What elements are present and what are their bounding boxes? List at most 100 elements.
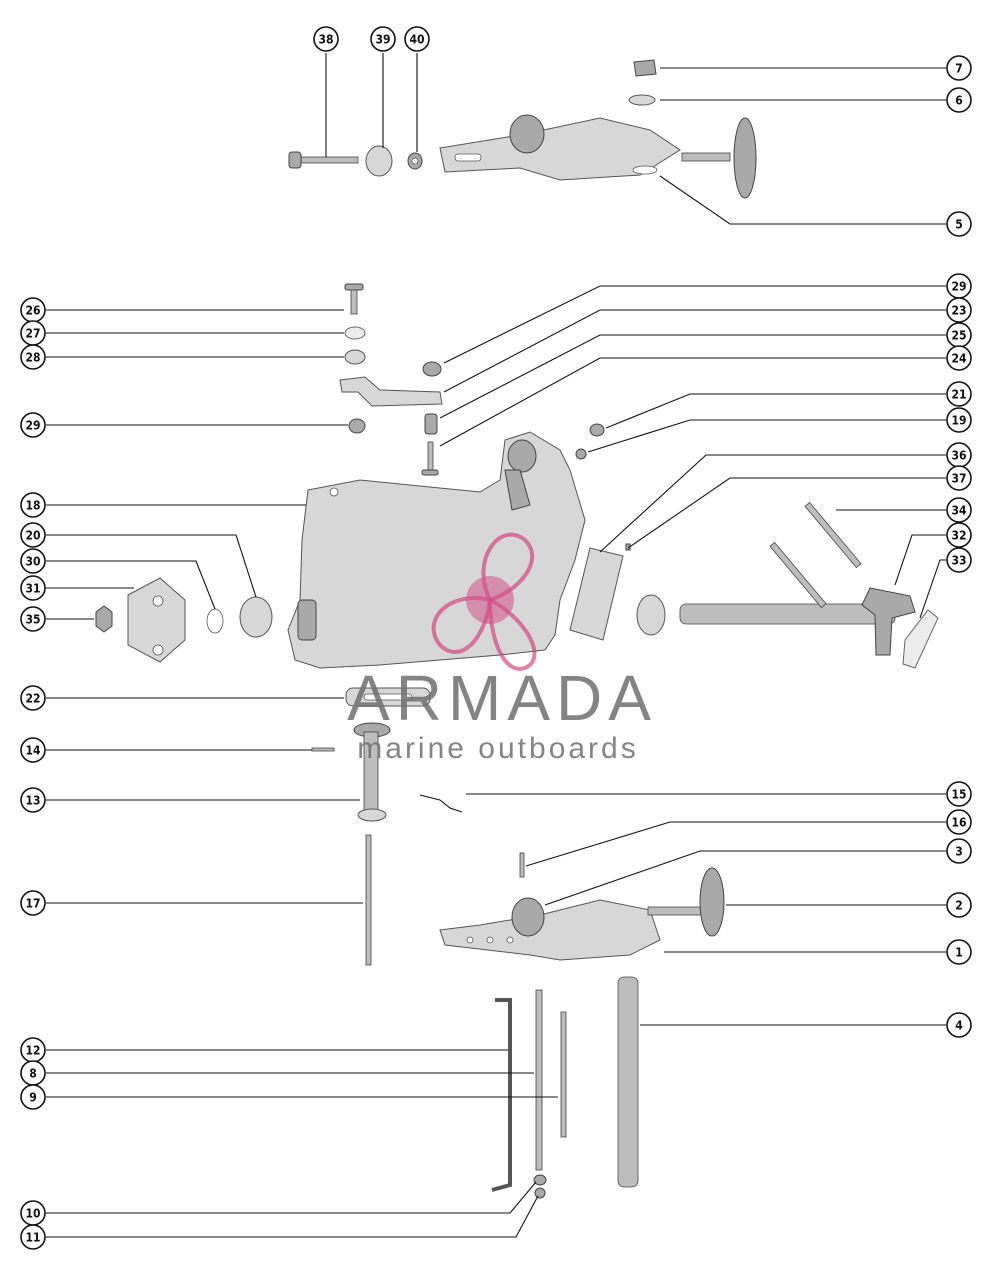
callout-number: 7 — [955, 62, 963, 76]
callout-number: 6 — [955, 94, 963, 108]
callout-number: 30 — [25, 555, 40, 569]
washer-27 — [344, 326, 366, 340]
callout-number: 16 — [951, 816, 966, 830]
callout-33: 33 — [946, 547, 972, 573]
callout-number: 15 — [951, 788, 966, 802]
callout-number: 1 — [955, 946, 963, 960]
callout-40: 40 — [404, 26, 430, 52]
rod-9 — [560, 1011, 567, 1138]
callout-4: 4 — [946, 1012, 972, 1038]
callout-number: 24 — [951, 352, 967, 366]
bushing-36 — [569, 547, 624, 641]
nut-11 — [534, 1187, 546, 1199]
spring-pin-13 — [353, 722, 391, 822]
callout-number: 40 — [409, 33, 424, 47]
parts — [95, 59, 939, 1199]
upper-clamp-arm — [439, 114, 757, 199]
callout-number: 18 — [25, 499, 40, 513]
nut-29-upper — [422, 361, 442, 377]
callout-number: 28 — [25, 351, 40, 365]
callout-3: 3 — [946, 838, 972, 864]
ring-30 — [206, 608, 224, 634]
cap-7 — [633, 59, 657, 77]
callout-number: 5 — [955, 218, 963, 232]
callout-6: 6 — [946, 87, 972, 113]
rod-17 — [365, 834, 372, 966]
callout-number: 8 — [29, 1067, 37, 1081]
lower-clamp-1 — [439, 897, 661, 961]
callout-number: 4 — [955, 1019, 963, 1033]
callout-16: 16 — [946, 809, 972, 835]
callout-35: 35 — [20, 606, 46, 632]
pin-14 — [311, 747, 335, 752]
callout-38: 38 — [313, 26, 339, 52]
nut-10 — [533, 1174, 547, 1186]
plug-21 — [589, 423, 605, 437]
callout-5: 5 — [946, 211, 972, 237]
seal-20 — [239, 596, 273, 638]
callout-number: 3 — [955, 845, 963, 859]
callout-34: 34 — [946, 497, 972, 523]
callout-number: 38 — [318, 33, 333, 47]
callout-12: 12 — [20, 1037, 46, 1063]
callout-number: 2 — [955, 899, 963, 913]
washer-39 — [365, 145, 393, 177]
callout-28: 28 — [20, 344, 46, 370]
callout-number: 26 — [25, 304, 40, 318]
callout-number: 33 — [951, 554, 966, 568]
callout-11: 11 — [20, 1224, 46, 1250]
callout-number: 12 — [25, 1044, 40, 1058]
callout-22: 22 — [20, 685, 46, 711]
watermark: ARMADA marine outboards — [347, 532, 657, 765]
callout-number: 20 — [25, 529, 40, 543]
pin-16 — [519, 852, 525, 878]
callout-19: 19 — [946, 407, 972, 433]
callout-18: 18 — [20, 492, 46, 518]
nut-35 — [95, 605, 113, 633]
screw-26 — [344, 283, 364, 315]
callout-37: 37 — [946, 465, 972, 491]
callout-number: 21 — [951, 388, 966, 402]
callout-9: 9 — [20, 1084, 46, 1110]
callout-number: 37 — [951, 472, 966, 486]
callout-39: 39 — [370, 26, 396, 52]
bolt-38 — [288, 151, 359, 169]
spring-15 — [419, 794, 463, 813]
callout-number: 34 — [951, 504, 967, 518]
callout-36: 36 — [946, 442, 972, 468]
nut-40 — [407, 152, 423, 170]
callout-number: 17 — [25, 897, 40, 911]
callout-number: 23 — [951, 304, 966, 318]
callout-number: 31 — [25, 582, 40, 596]
ring-5 — [632, 165, 658, 175]
callout-24: 24 — [946, 345, 972, 371]
callout-8: 8 — [20, 1060, 46, 1086]
nut-29-lower — [348, 418, 366, 434]
callout-number: 13 — [25, 794, 40, 808]
callout-number: 25 — [951, 329, 966, 343]
callout-number: 14 — [25, 744, 41, 758]
callout-13: 13 — [20, 787, 46, 813]
callout-26: 26 — [20, 297, 46, 323]
callout-10: 10 — [20, 1200, 46, 1226]
rod-12 — [491, 998, 512, 1192]
callout-number: 29 — [25, 419, 40, 433]
callout-number: 11 — [25, 1231, 40, 1245]
callout-27: 27 — [20, 320, 46, 346]
plate-23 — [339, 376, 443, 407]
callout-7: 7 — [946, 55, 972, 81]
swivel-housing-18 — [287, 431, 586, 669]
fitting-19 — [575, 448, 587, 460]
callout-32: 32 — [946, 522, 972, 548]
washer-28 — [344, 349, 366, 365]
tube-4 — [617, 976, 639, 1188]
callout-30: 30 — [20, 548, 46, 574]
callout-number: 29 — [951, 280, 966, 294]
callout-number: 22 — [25, 692, 40, 706]
plate-33 — [902, 609, 939, 669]
watermark-brand: ARMADA — [347, 662, 657, 734]
propeller-logo-icon — [431, 532, 537, 671]
callout-number: 35 — [25, 613, 40, 627]
